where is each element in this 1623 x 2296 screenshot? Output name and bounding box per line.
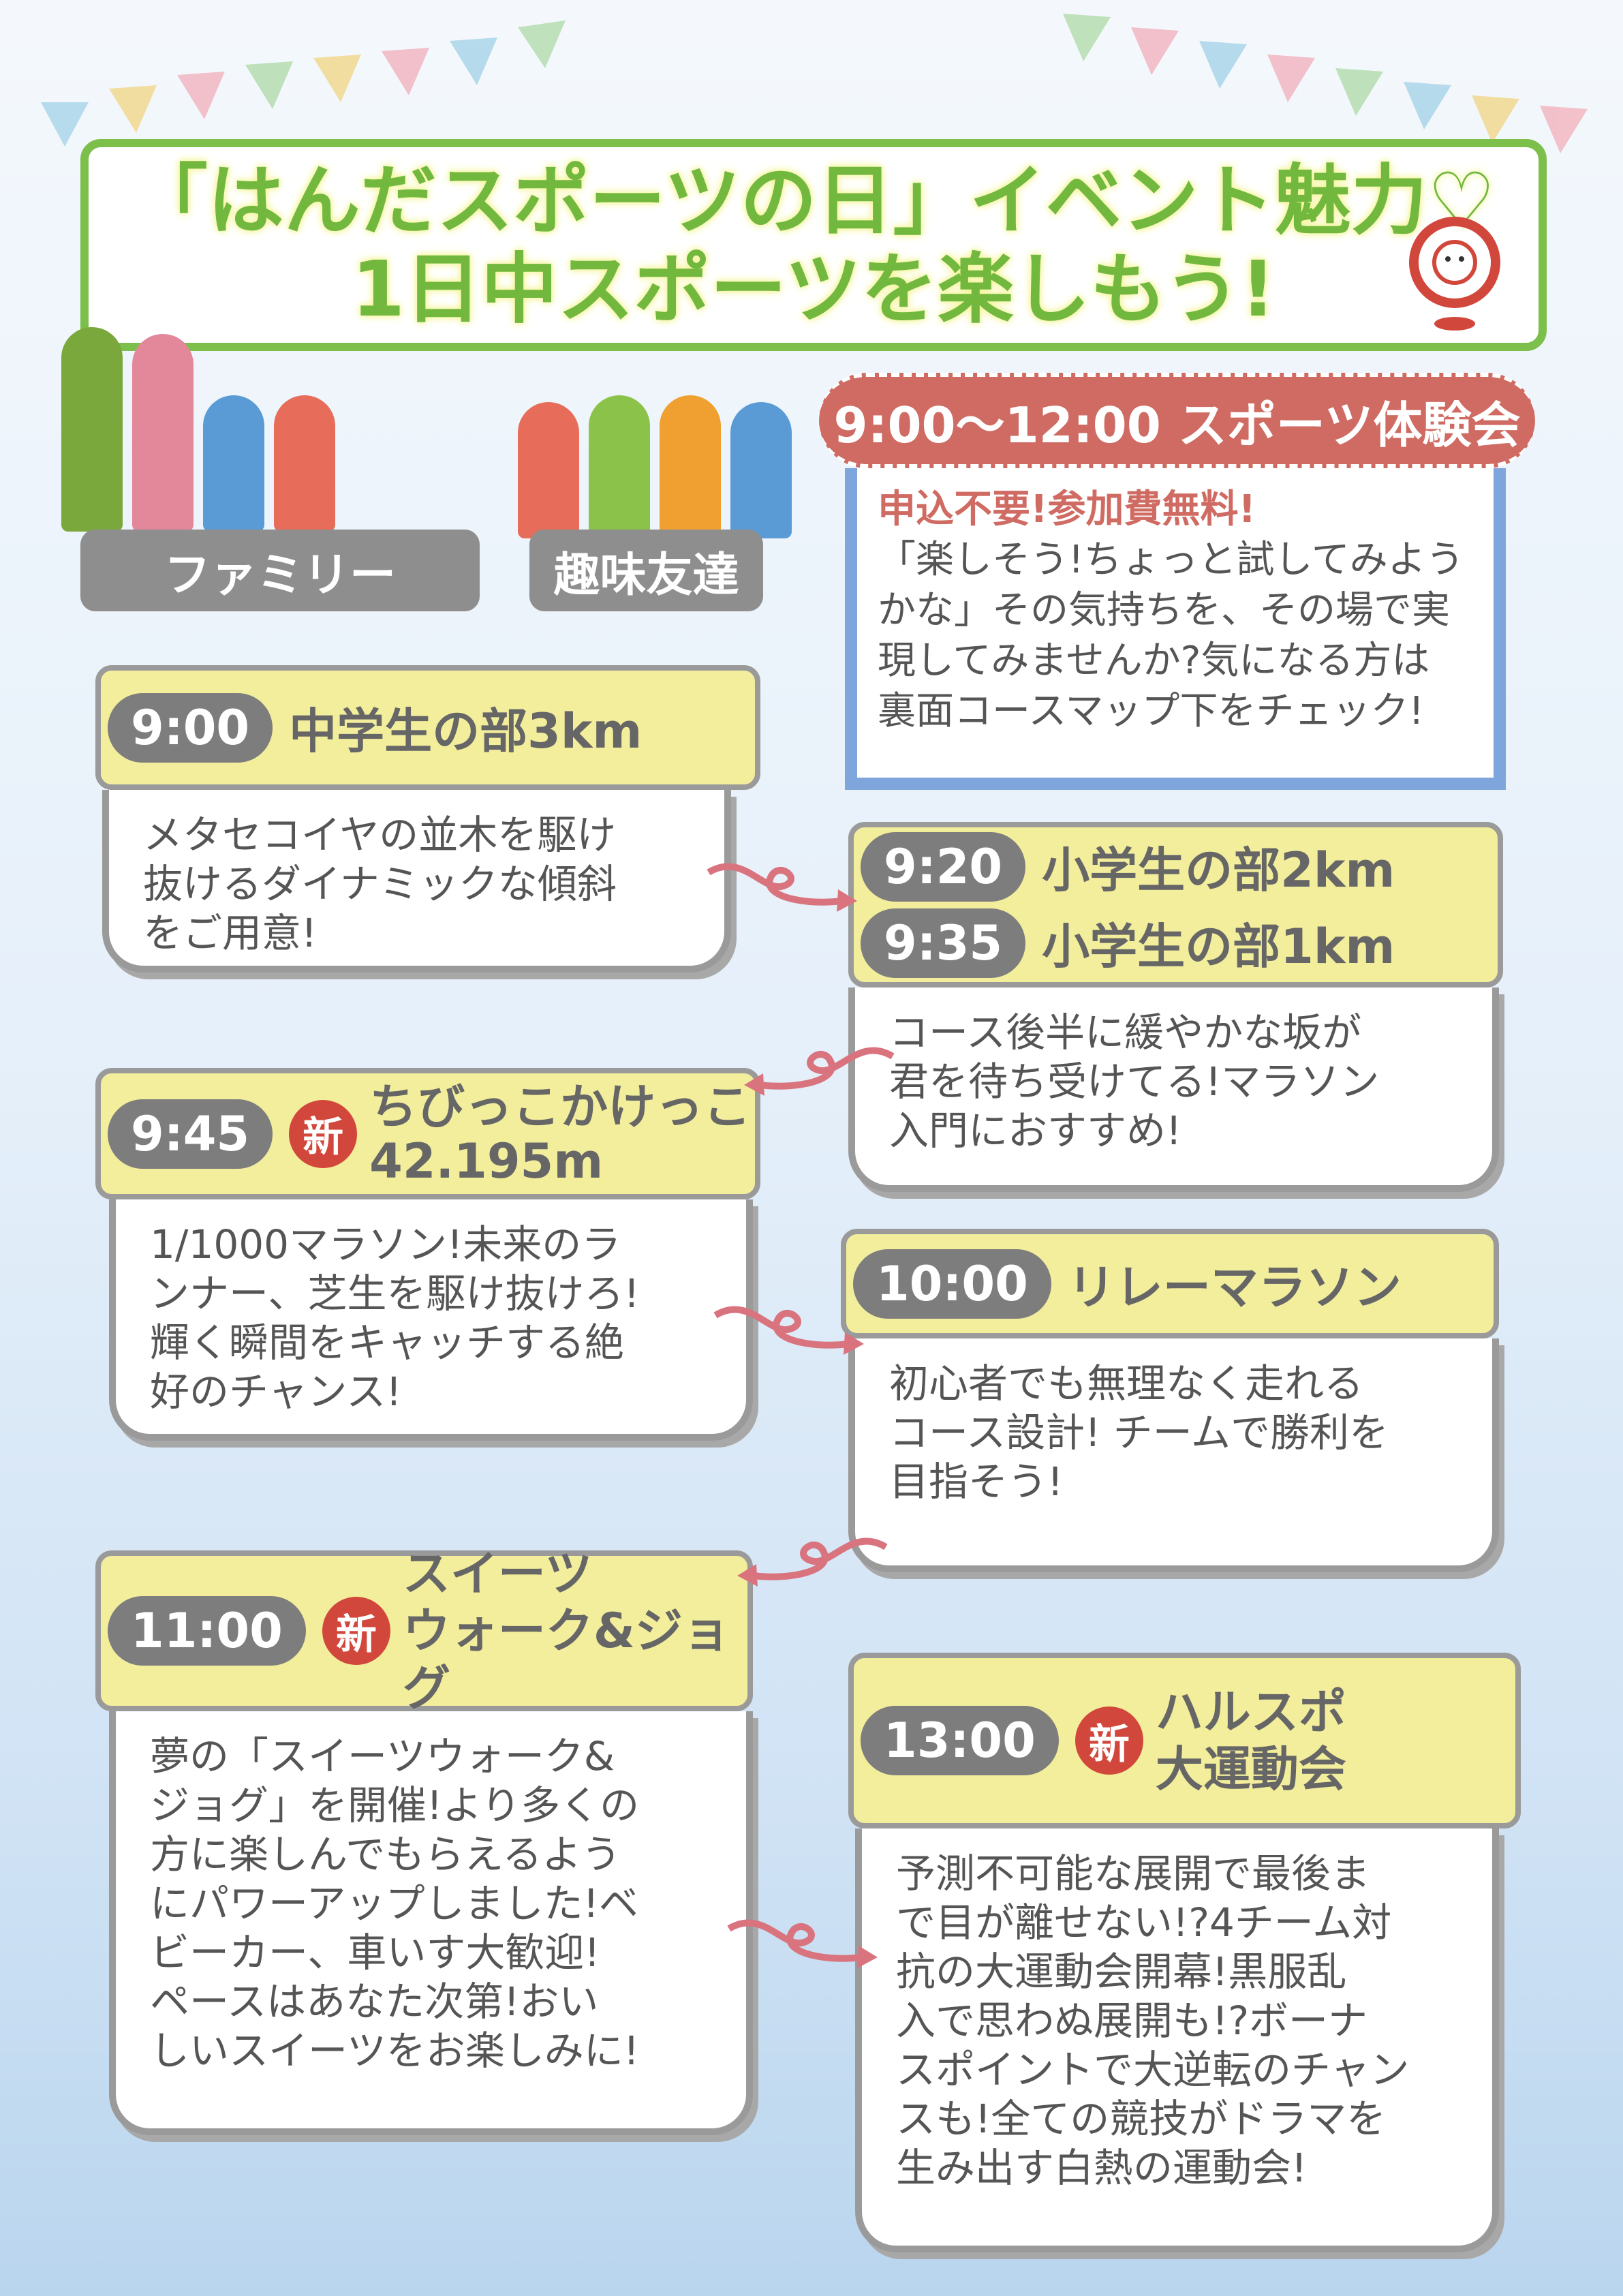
family-label: ファミリー [80,530,480,611]
experience-line: 「楽しそう!ちょっと試してみよう [878,538,1464,582]
arrow-icon [727,1919,878,1968]
friend-figure [730,402,792,538]
body-line: 初心者でも無理なく走れる [889,1360,1364,1407]
friends-illustration [518,395,792,538]
new-badge: 新 [1075,1706,1143,1775]
arrow-icon [744,1047,895,1096]
event-header-sweets-walk: 11:00 新 スイーツウォーク&ジョグ [95,1546,753,1716]
arrow-icon [737,1537,888,1587]
mascot-logo [1409,217,1500,331]
body-line: 入で思わぬ展開も!?ボーナ [896,1997,1368,2044]
event-name: 小学生の部1km [1042,919,1395,975]
event-body-kids-run: 1/1000マラソン!未来のラ ンナー、芝生を駆け抜けろ! 輝く瞬間をキャッチす… [109,1199,753,1441]
event-name-2: ウォーク&ジョグ [402,1603,730,1716]
new-badge: 新 [289,1099,358,1168]
page-title: 「はんだスポーツの日」イベント魅力♡ 1日中スポーツを楽しもう! [80,139,1547,351]
body-line: 予測不可能な展開で最後ま [896,1850,1371,1897]
body-line: 夢の「スイーツウォーク& [150,1733,615,1779]
event-time: 9:35 [861,908,1026,978]
body-line: にパワーアップしました!ベ [150,1880,638,1927]
event-name: スイーツ [402,1546,593,1602]
experience-line: 裏面コースマップ下をチェック! [878,689,1424,733]
body-line: しいスイーツをお楽しみに! [150,2027,640,2074]
event-name: 中学生の部3km [289,703,643,759]
experience-box: 申込不要!参加費無料! 「楽しそう!ちょっと試してみよう かな」その気持ちを、そ… [845,468,1506,790]
event-body-sports-day: 予測不可能な展開で最後ま で目が離せない!?4チーム対 抗の大運動会開幕!黒服乱… [855,1828,1499,2252]
father-figure [61,327,123,532]
title-line-1: 「はんだスポーツの日」イベント魅力♡ [131,156,1496,245]
body-line: コース後半に緩やかな坂が [889,1009,1362,1056]
body-line: スポイントで大逆転のチャン [896,2047,1410,2093]
body-line: ペースはあなた次第!おい [150,1978,599,2025]
event-header-sports-day: 13:00 新 ハルスポ大運動会 [848,1653,1521,1828]
event-time: 9:45 [108,1099,273,1169]
event-name: ハルスポ [1155,1684,1346,1740]
body-line: コース設計! チームで勝利を [889,1409,1389,1456]
arrow-icon [707,863,857,912]
friend-figure [660,395,721,538]
event-name: ちびっこかけっこ [369,1078,752,1135]
bunting-decoration [41,14,1588,153]
event-header-elementary: 9:20 小学生の部2km 9:35 小学生の部1km [848,822,1503,988]
event-body-relay: 初心者でも無理なく走れる コース設計! チームで勝利を 目指そう! [848,1338,1499,1572]
girl-figure [274,395,335,532]
event-name: リレーマラソン [1067,1259,1402,1315]
boy-figure [203,395,264,532]
body-line: 目指そう! [889,1458,1064,1505]
body-line: メタセコイヤの並木を駆け [143,812,617,858]
family-illustration [61,327,335,532]
event-distance: 42.195m [369,1133,604,1189]
body-line: ビーカー、車いす大歓迎! [150,1929,600,1976]
body-line: 輝く瞬間をキャッチする絶 [150,1319,625,1366]
event-body-elementary: コース後半に緩やかな坂が 君を待ち受けてる!マラソン 入門におすすめ! [848,988,1499,1192]
event-time: 13:00 [861,1706,1059,1775]
friend-figure [589,395,650,538]
event-header-junior-high: 9:00 中学生の部3km [95,665,760,790]
event-name-2: 大運動会 [1155,1741,1346,1797]
body-line: 抜けるダイナミックな傾斜 [143,861,617,907]
body-line: 入門におすすめ! [889,1107,1182,1154]
body-line: 君を待ち受けてる!マラソン [889,1058,1380,1105]
title-line-2: 1日中スポーツを楽しもう! [352,245,1276,334]
event-body-sweets-walk: 夢の「スイーツウォーク& ジョグ」を開催!より多くの 方に楽しんでもらえるよう … [109,1711,753,2135]
free-entry-note: 申込不要!参加費無料! [878,487,1256,532]
event-name: 小学生の部2km [1042,842,1395,898]
new-badge: 新 [322,1597,390,1665]
friends-label: 趣味友達 [529,530,763,611]
event-time: 9:00 [108,692,273,763]
body-line: ジョグ」を開催!より多くの [150,1782,640,1828]
experience-line: かな」その気持ちを、その場で実 [878,588,1450,632]
event-header-relay: 10:00 リレーマラソン [841,1229,1499,1338]
arrow-icon [713,1306,864,1355]
mother-figure [132,334,194,532]
body-line: 抗の大運動会開幕!黒服乱 [896,1948,1347,1995]
experience-header: 9:00〜12:00 スポーツ体験会 [819,373,1535,468]
body-line: をご用意! [143,910,318,956]
event-time: 10:00 [853,1249,1051,1319]
event-time: 11:00 [108,1596,306,1666]
body-line: スも!全ての競技がドラマを [896,2096,1387,2142]
body-line: 好のチャンス! [150,1368,402,1415]
body-line: 生み出す白熱の運動会! [896,2145,1308,2191]
body-line: で目が離せない!?4チーム対 [896,1899,1392,1946]
body-line: 1/1000マラソン!未来のラ [150,1221,621,1268]
experience-line: 現してみませんか?気になる方は [878,639,1430,683]
event-body-junior-high: メタセコイヤの並木を駆け 抜けるダイナミックな傾斜 をご用意! [102,790,731,973]
body-line: ンナー、芝生を駆け抜けろ! [150,1270,640,1317]
friend-figure [518,402,579,538]
body-line: 方に楽しんでもらえるよう [150,1831,621,1878]
event-time: 9:20 [861,831,1026,902]
